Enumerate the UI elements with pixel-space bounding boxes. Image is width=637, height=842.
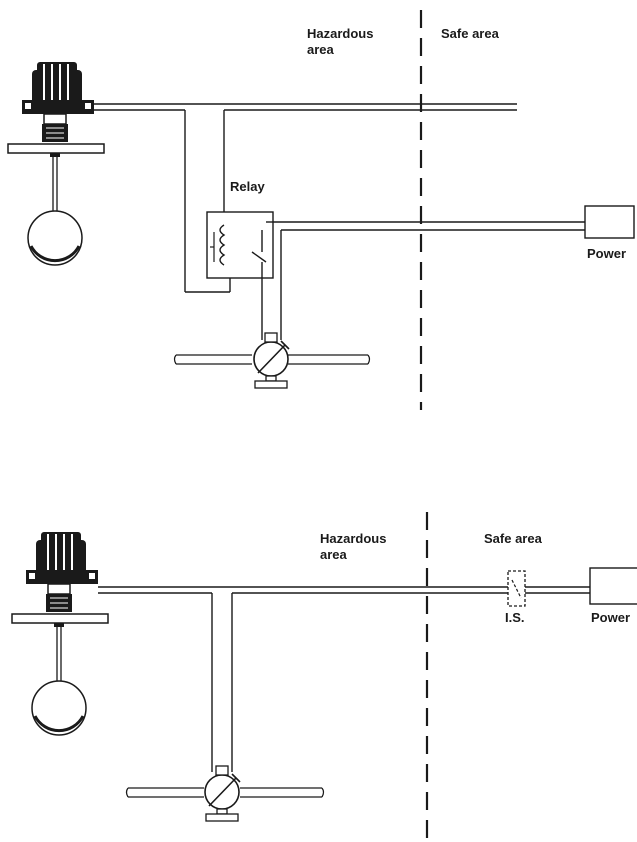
hazardous-area-label-line2: area (307, 42, 335, 57)
hazardous-area-label: Hazardous (307, 26, 373, 41)
diagram-relay: Hazardous area Safe area (6, 10, 635, 410)
level-switch-icon (10, 530, 110, 737)
power-label: Power (591, 610, 630, 625)
is-barrier-icon (507, 570, 526, 607)
power-supply-icon (589, 567, 637, 605)
solenoid-valve-icon (204, 765, 241, 822)
cable (98, 586, 590, 772)
pipe (125, 787, 325, 798)
hazardous-area-label-line2: area (320, 547, 348, 562)
safe-area-label: Safe area (484, 531, 543, 546)
power-label: Power (587, 246, 626, 261)
relay-label: Relay (230, 179, 265, 194)
pipe (173, 354, 371, 365)
hazardous-area-label: Hazardous (320, 531, 386, 546)
cable (94, 103, 585, 340)
safe-area-label: Safe area (441, 26, 500, 41)
level-switch-icon (6, 60, 106, 267)
relay-coil-icon (219, 224, 226, 266)
power-supply-icon (584, 205, 635, 239)
relay: Relay (206, 179, 274, 279)
diagram-is-barrier: Hazardous area Safe area I.S. (10, 512, 637, 842)
relay-contact-icon (251, 221, 273, 278)
barrier-label: I.S. (505, 610, 525, 625)
solenoid-valve-icon (253, 332, 290, 389)
